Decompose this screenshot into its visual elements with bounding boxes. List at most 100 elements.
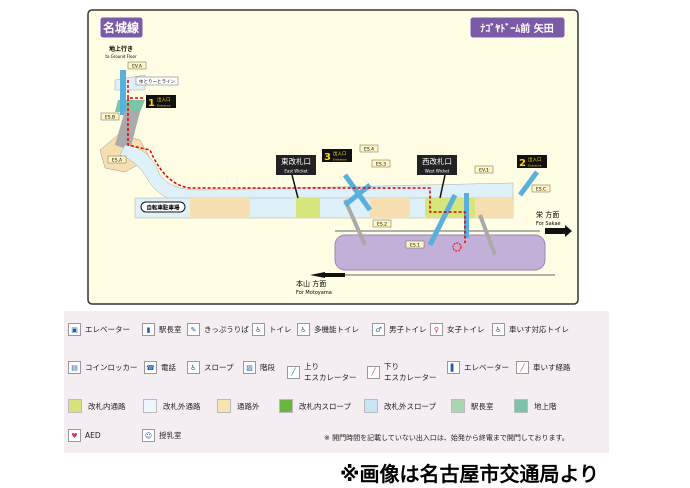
bicycle-parking-badge [140, 201, 186, 213]
legend-area: 改札内通路 [68, 399, 126, 413]
station-office-icon: ▮ [142, 323, 155, 336]
credit: ※画像は名古屋市交通局より [340, 462, 600, 486]
area-swatch [514, 399, 528, 413]
legend-item: ╱上り エスカレーター [287, 361, 357, 383]
west-wicket-label-en: West Wicket [425, 169, 450, 174]
legend-item: ♂男子トイレ [372, 323, 427, 336]
east-wicket-label-en: East Wicket [284, 169, 308, 174]
legend-item: ☎電話 [144, 361, 176, 374]
escalator-es3 [342, 173, 373, 212]
legend-label: エレベーター [464, 363, 509, 372]
legend-item: ▌ エレベーター [447, 361, 509, 374]
nursing-room-icon: ☺ [142, 429, 155, 442]
legend-note: ※ 開門時間を記載していない出入口は、始発から終電まで開門しております。 [324, 434, 569, 442]
es-2-label: ES.2 [377, 222, 387, 228]
elevator-shaft-icon: ▌ [447, 361, 460, 374]
es-a-label: ES.A [112, 158, 123, 164]
legend-item: ╱ 車いす経路 [516, 361, 571, 374]
legend-label: 車いす経路 [533, 363, 571, 372]
legend-area: 改札外通路 [143, 399, 201, 413]
exit-1-label: 出入口 [157, 96, 171, 103]
toilet-icon: ♿ [252, 323, 265, 336]
west-wicket-label: 西改札口 [422, 156, 452, 166]
legend-label: 改札内スロープ [299, 401, 352, 411]
legend-label: 地上階 [534, 401, 557, 411]
stairs [343, 199, 367, 246]
line-name: 名城線 [103, 20, 139, 35]
exit-1: 1 出入口 Entrance [146, 95, 176, 109]
legend-label: 下り エスカレーター [384, 362, 437, 382]
facility-labels: EV.A ゆとりーとライン ES.B ES.A ES.4 ES.3 ES.2 E… [100, 61, 551, 249]
station-map: 名城線 ﾅｺﾞﾔﾄﾞｰﾑ前 矢田 地上行き to Ground Floor EV… [87, 9, 579, 305]
exit-2: 2 出入口 Entrance [517, 155, 547, 169]
legend-label: きっぷうりば [204, 325, 249, 334]
legend-area: 改札内スロープ [279, 399, 351, 413]
legend-label: 授乳室 [159, 431, 182, 440]
ticket-icon: ✎ [187, 323, 200, 336]
legend-item: ♿車いす対応トイレ [492, 323, 569, 336]
ground-floor-area [115, 100, 145, 112]
legend-item: ♥AED [68, 429, 101, 442]
east-wicket-label: 東改札口 [281, 156, 311, 166]
exit-2-label: 出入口 [528, 156, 542, 163]
wheelchair-route-icon: ╱ [516, 361, 529, 374]
legend-item: ♀ 女子トイレ [430, 323, 485, 336]
arrow-motoyama [310, 272, 325, 278]
arrow-motoyama-tail [325, 273, 345, 277]
male-toilet-icon: ♂ [372, 323, 385, 336]
legend-area: 通路外 [217, 399, 260, 413]
ev-a-label: EV.A [132, 64, 143, 70]
exit-3-number: 3 [324, 152, 331, 163]
exit-2-number: 2 [519, 158, 526, 169]
legend-item: ✎ きっぷうりば [187, 323, 249, 336]
ev-1-label: EV.1 [479, 168, 489, 174]
legend-label: 車いす対応トイレ [509, 325, 569, 334]
motoyama-label: 本山 方面 [296, 279, 326, 288]
elevator-ev1 [464, 193, 469, 238]
legend-item: ▨階段 [243, 361, 275, 374]
legend-item: ▤コインロッカー [68, 361, 138, 374]
stairs [478, 214, 497, 256]
legend-item: ☺ 授乳室 [142, 429, 182, 442]
exit-1-label-en: Entrance [157, 104, 171, 108]
legend-label: 女子トイレ [447, 325, 485, 334]
legend-label: 上り エスカレーター [304, 362, 357, 382]
legend-label: エレベーター [85, 325, 130, 334]
elevator-shaft [120, 70, 126, 115]
sakae-label-en: For Sakae [536, 221, 561, 227]
legend-item: ╱下り エスカレーター [367, 361, 437, 383]
legend-label: 改札外スロープ [384, 401, 437, 411]
station-name: ﾅｺﾞﾔﾄﾞｰﾑ前 矢田 [480, 22, 553, 35]
legend-label: 駅長室 [159, 325, 182, 334]
exit-1-number: 1 [148, 98, 155, 109]
sakae-label: 栄 方面 [536, 210, 559, 219]
es-b-label: ES.B [105, 115, 115, 121]
phone-icon: ☎ [144, 361, 157, 374]
area-swatch [143, 399, 157, 413]
exit-3-label-en: Entrance [333, 158, 347, 162]
aed-icon: ♥ [68, 429, 81, 442]
out-area [190, 198, 250, 218]
escalator-es1 [427, 193, 458, 247]
exit-2-label-en: Entrance [528, 164, 542, 168]
ground-label: 地上行き [109, 45, 133, 53]
legend-label: 多機能トイレ [314, 325, 359, 334]
area-swatch [364, 399, 378, 413]
legend-label: 改札内通路 [88, 401, 126, 411]
legend-label: 階段 [260, 363, 275, 372]
legend-area: 地上階 [514, 399, 557, 413]
legend-item: ▮ 駅長室 [142, 323, 182, 336]
es-c-label: ES.C [536, 187, 546, 193]
bicycle-parking-label: 自転車駐車場 [146, 204, 180, 212]
legend-label: トイレ [269, 325, 292, 334]
east-wicket-sign: 東改札口 East Wicket [276, 155, 316, 199]
es-3-label: ES.3 [376, 162, 386, 168]
station-badge [469, 16, 566, 39]
legend-label: 駅長室 [471, 401, 494, 411]
legend-label: 改札外通路 [163, 401, 201, 411]
ground-label-en: to Ground Floor [105, 54, 137, 59]
female-toilet-icon: ♀ [430, 323, 443, 336]
west-wicket-sign: 西改札口 West Wicket [417, 155, 457, 199]
area-swatch [279, 399, 293, 413]
legend-label: スロープ [204, 363, 234, 372]
